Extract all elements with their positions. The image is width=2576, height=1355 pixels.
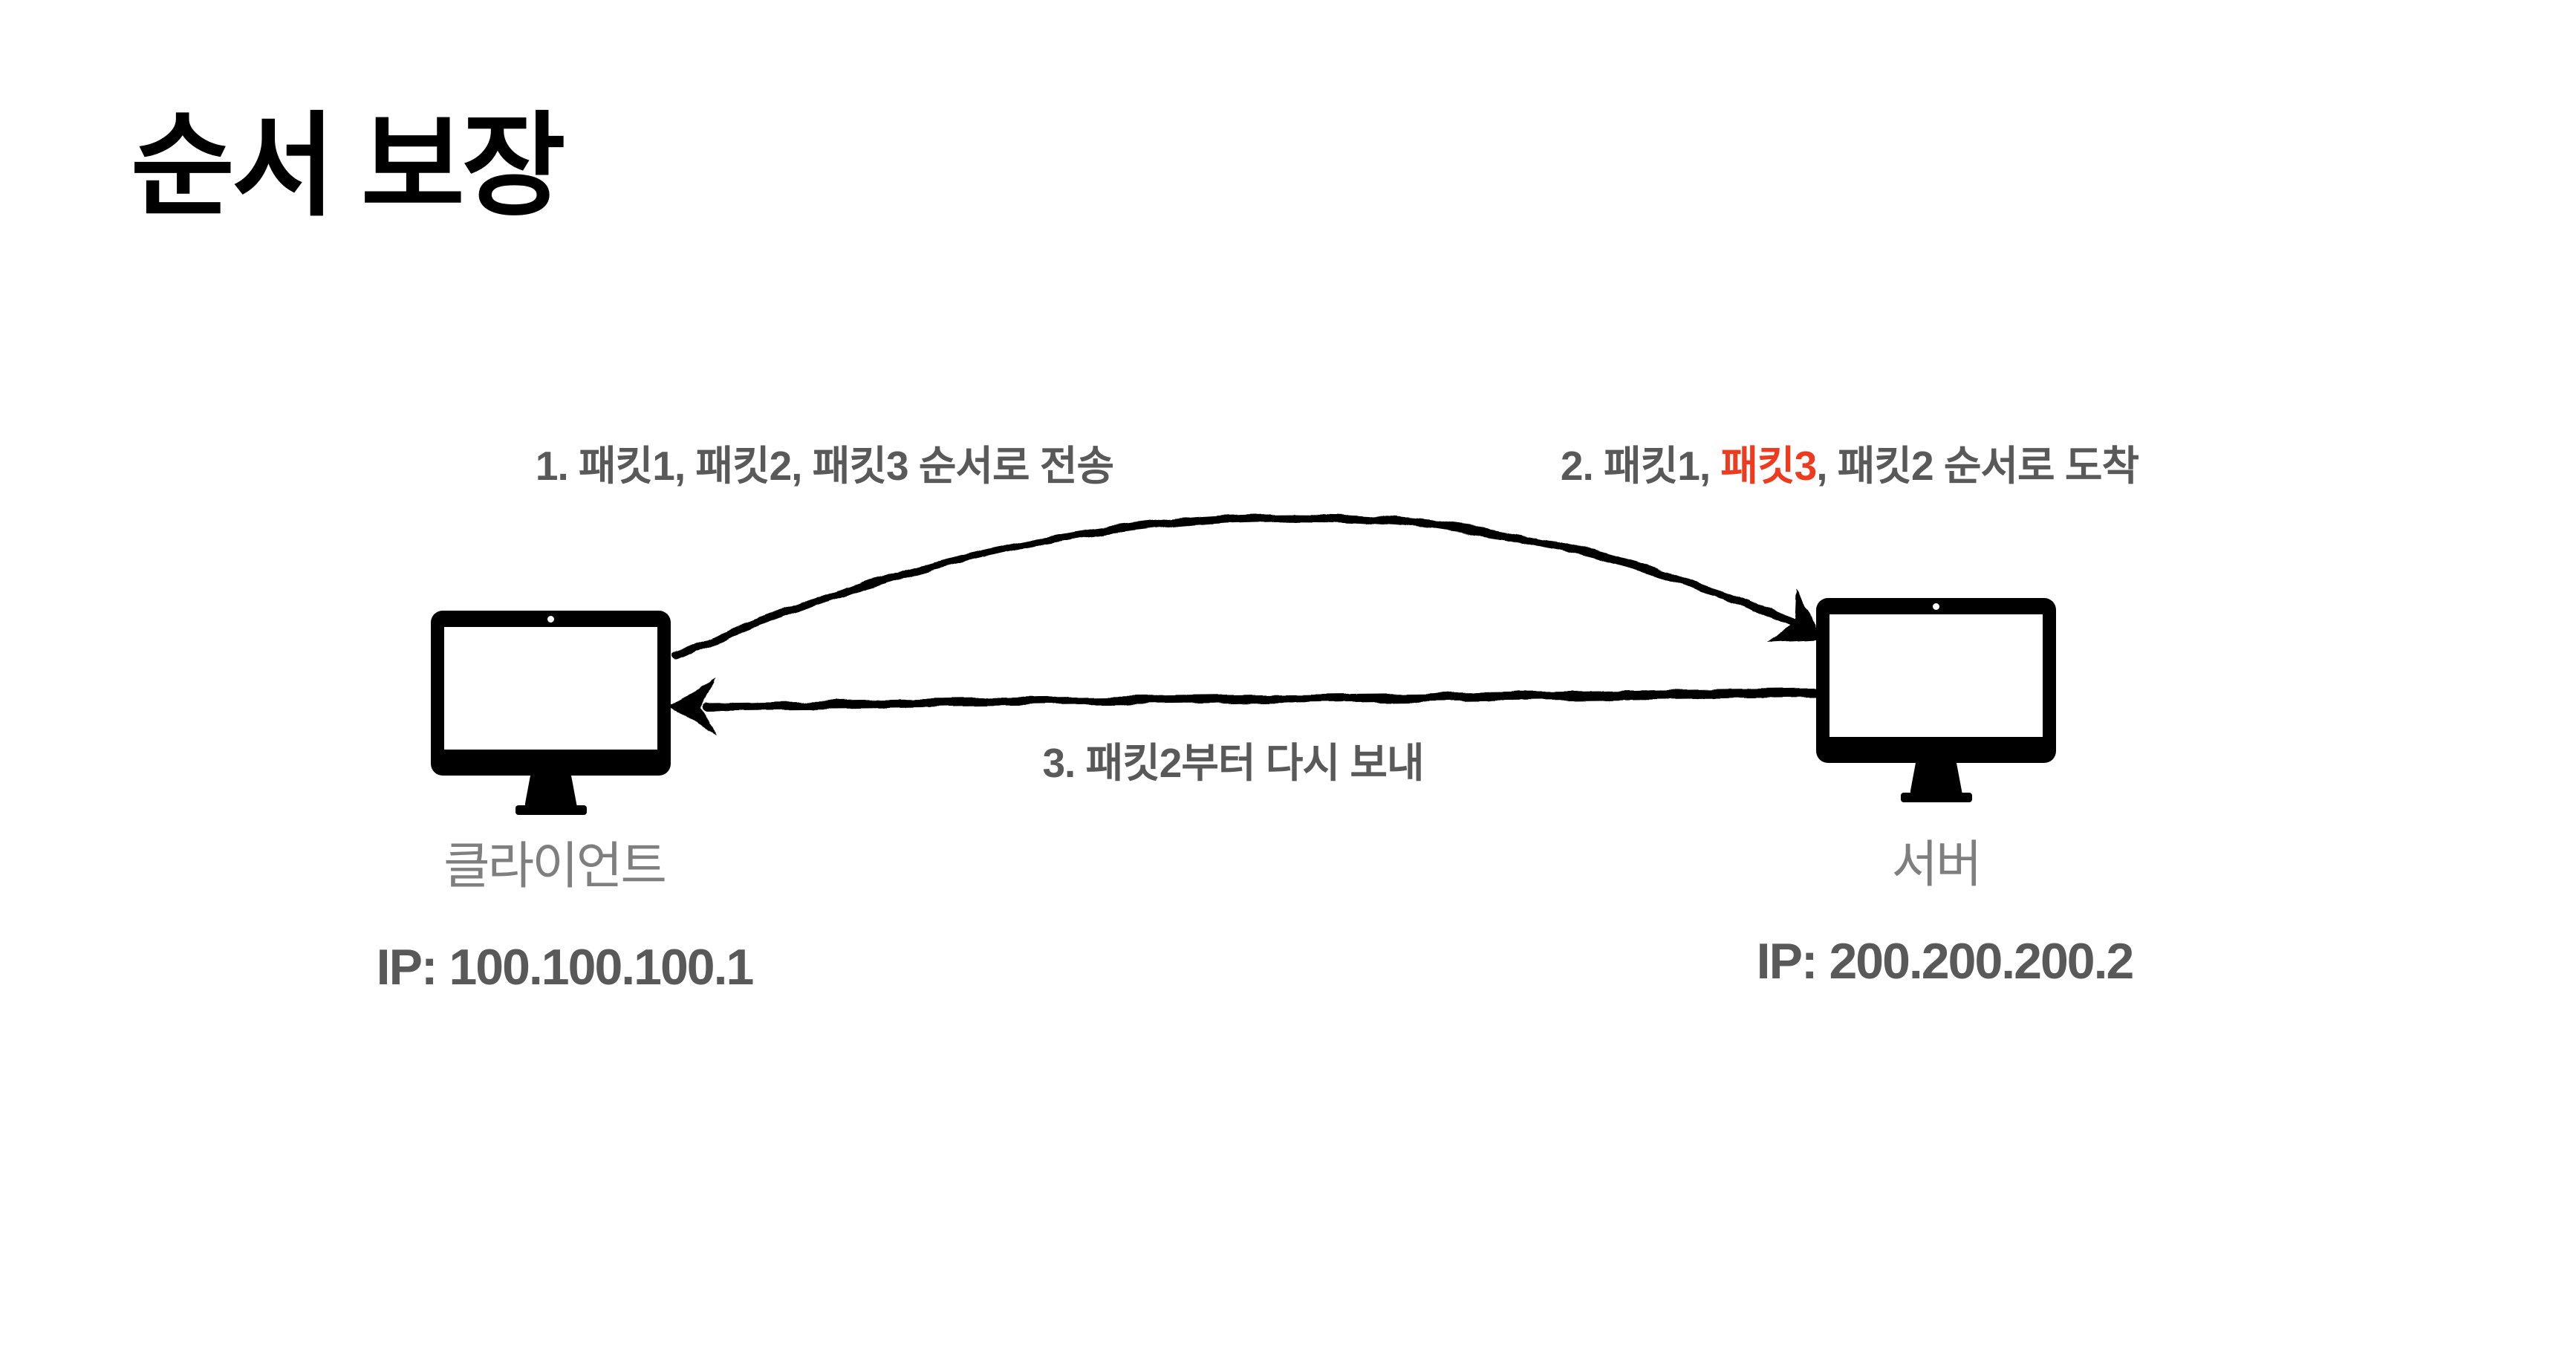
- monitor-stand-base: [515, 805, 587, 815]
- page-title: 순서 보장: [131, 103, 566, 230]
- client-ip-address: IP: 100.100.100.1: [376, 939, 755, 995]
- annotation-step2: 2. 패킷1, 패킷3, 패킷2 순서로 도착: [1560, 443, 2139, 489]
- server-desktop-monitor-icon: [1816, 598, 2056, 802]
- send-arc-arrowhead-icon: [1767, 590, 1824, 643]
- resend-line-arrow-shaft: [703, 688, 1820, 710]
- monitor-camera-dot-icon: [1933, 603, 1939, 610]
- monitor-camera-dot-icon: [547, 616, 554, 623]
- client-desktop-monitor-icon: [431, 611, 671, 815]
- server-ip-address: IP: 200.200.200.2: [1756, 933, 2135, 990]
- monitor-stand: [524, 775, 577, 805]
- annotation-step2-suffix: , 패킷2 순서로 도착: [1816, 443, 2139, 489]
- monitor-stand-base: [1900, 793, 1972, 802]
- client-label: 클라이언트: [443, 838, 667, 894]
- server-label: 서버: [1891, 836, 1982, 893]
- annotation-step3: 3. 패킷2부터 다시 보내: [1042, 740, 1424, 786]
- monitor-screen: [1829, 614, 2043, 737]
- monitor-stand: [1910, 762, 1962, 793]
- annotation-step2-highlight: 패킷3: [1720, 443, 1817, 489]
- monitor-screen: [444, 627, 657, 750]
- resend-line-arrowhead-icon: [669, 678, 717, 735]
- annotation-step2-prefix: 2. 패킷1,: [1560, 443, 1721, 489]
- send-arc-arrow-shaft: [671, 513, 1821, 660]
- annotation-step1: 1. 패킷1, 패킷2, 패킷3 순서로 전송: [535, 443, 1114, 489]
